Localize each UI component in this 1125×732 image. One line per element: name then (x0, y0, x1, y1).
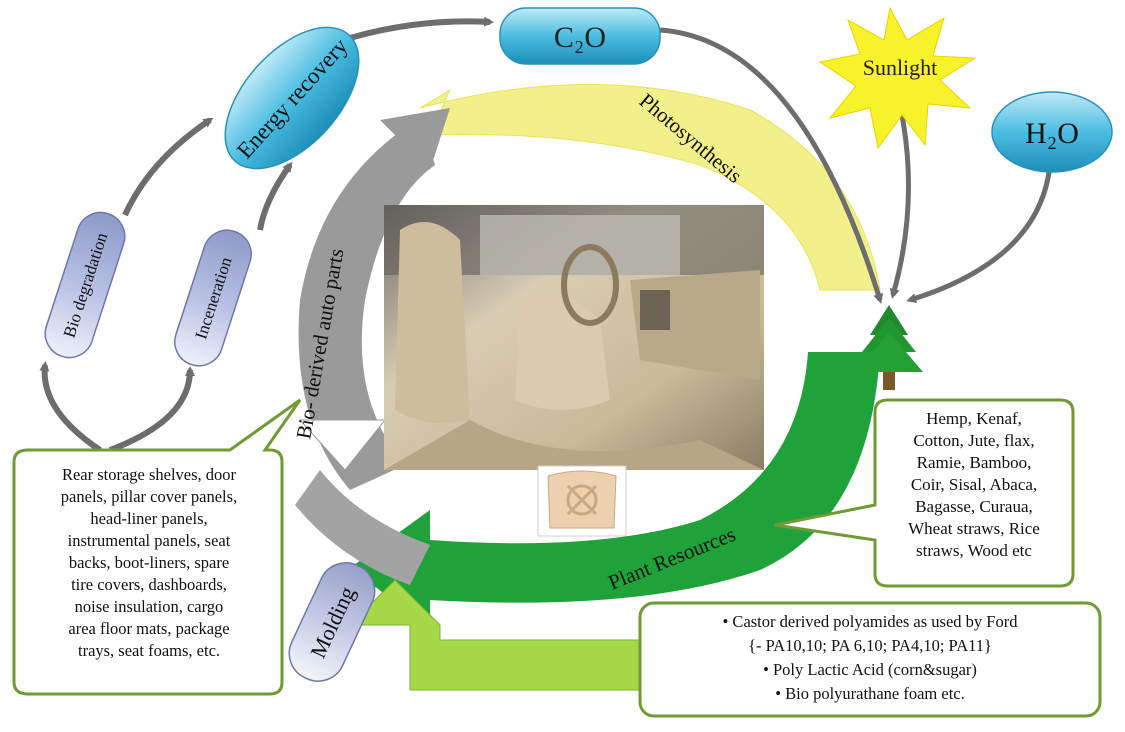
auto-parts-callout (12, 398, 302, 696)
biodeg-to-energy-arrow (122, 117, 214, 217)
plant-fibers-line: Coir, Sisal, Abaca, (910, 475, 1038, 494)
auto-parts-lower-arc (295, 470, 430, 585)
plant-fibers-text: Hemp, Kenaf, Cotton, Jute, flax, Ramie, … (878, 408, 1070, 562)
h2o-to-tree-arrow (906, 164, 1053, 304)
auto-parts-line: Rear storage shelves, door (61, 465, 237, 484)
auto-parts-line: backs, boot-liners, spare (68, 553, 230, 572)
h2o-node: H₂O (991, 91, 1113, 173)
parts-to-biodeg-arrow (39, 361, 102, 453)
molding-node: Molding (288, 562, 376, 682)
auto-parts-arc-arrowhead (380, 108, 450, 170)
polymers-line: • Bio polyurathane foam etc. (775, 684, 965, 703)
seat-back-panel-image (537, 465, 627, 537)
energy-to-c2o-arrow (349, 16, 494, 41)
photosynthesis-arc (419, 84, 881, 291)
sunlight-label: Sunlight (863, 55, 938, 80)
auto-parts-line: tire covers, dashboards, (71, 575, 227, 594)
inceneration-to-energy-arrow (257, 161, 293, 231)
auto-parts-line: noise insulation, cargo (74, 597, 224, 616)
polymers-line: {- PA10,10; PA 6,10; PA4,10; PA11} (748, 636, 992, 655)
polymers-line: • Poly Lactic Acid (corn&sugar) (763, 660, 977, 679)
car-interior-image (384, 205, 764, 470)
plant-resources-arc (430, 352, 880, 603)
polymers-text: • Castor derived polyamides as used by F… (644, 610, 1096, 706)
c2o-node: C₂O (499, 7, 661, 65)
bio-degradation-node: Bio degradation (44, 211, 126, 359)
auto-parts-line: panels, pillar cover panels, (60, 487, 238, 506)
plant-fibers-line: Cotton, Jute, flax, (913, 431, 1035, 450)
inceneration-node: Inceneration (174, 229, 252, 367)
plant-fibers-line: Hemp, Kenaf, (926, 409, 1022, 428)
auto-parts-line: area floor mats, package (68, 619, 230, 638)
energy-recovery-node: Energy recovery (224, 26, 360, 170)
sunlight-to-tree-arrow (889, 104, 912, 299)
pine-tree-icon (855, 305, 923, 390)
plant-fibers-callout (774, 398, 1075, 588)
auto-parts-lower-arrowhead (298, 419, 387, 471)
auto-parts-line: instrumental panels, seat (67, 531, 231, 550)
plant-fibers-line: Bagasse, Curaua, (915, 497, 1033, 516)
c2o-to-tree-arrow (659, 27, 884, 304)
bio-derived-auto-parts-arc (298, 118, 435, 490)
plant-fibers-line: straws, Wood etc (916, 541, 1032, 560)
h2o-label: H₂O (1025, 117, 1079, 150)
sun-icon: Sunlight (818, 6, 977, 150)
plant-fibers-line: Ramie, Bamboo, (916, 453, 1032, 472)
polymers-callout (638, 601, 1102, 718)
parts-to-inceneration-arrow (108, 366, 195, 453)
auto-parts-line: trays, seat foams, etc. (77, 641, 221, 660)
auto-parts-text: Rear storage shelves, door panels, pilla… (18, 464, 280, 662)
polymers-line: • Castor derived polyamides as used by F… (722, 612, 1018, 631)
plant-fibers-line: Wheat straws, Rice (908, 519, 1040, 538)
c2o-label: C₂O (554, 21, 606, 54)
auto-parts-line: head-liner panels, (90, 509, 208, 528)
